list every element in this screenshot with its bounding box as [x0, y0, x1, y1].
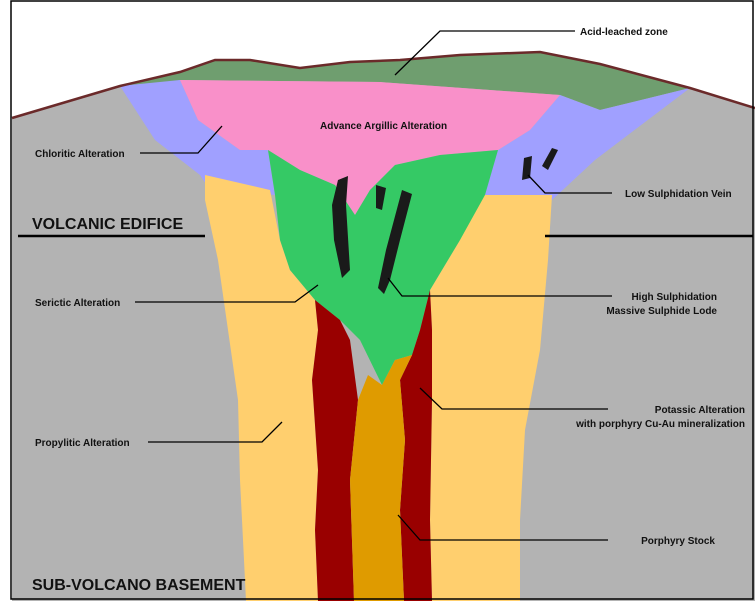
label-acid-leached-zone: Acid-leached zone [580, 27, 668, 38]
label-propylitic: Propylitic Alteration [35, 438, 130, 449]
label-sericitic: Serictic Alteration [35, 298, 120, 309]
label-high-sulphidation-1: High Sulphidation [631, 292, 717, 303]
label-porphyry-stock: Porphyry Stock [641, 536, 715, 547]
label-potassic-1: Potassic Alteration [655, 405, 745, 416]
label-advanced-argillic: Advance Argillic Alteration [320, 121, 447, 132]
label-sub-volcano-basement: SUB-VOLCANO BASEMENT [32, 577, 246, 594]
label-chloritic: Chloritic Alteration [35, 149, 125, 160]
label-potassic-2: with porphyry Cu-Au mineralization [575, 419, 745, 430]
label-volcanic-edifice: VOLCANIC EDIFICE [32, 216, 183, 233]
label-low-sulphidation: Low Sulphidation Vein [625, 189, 732, 200]
label-high-sulphidation-2: Massive Sulphide Lode [606, 306, 717, 317]
